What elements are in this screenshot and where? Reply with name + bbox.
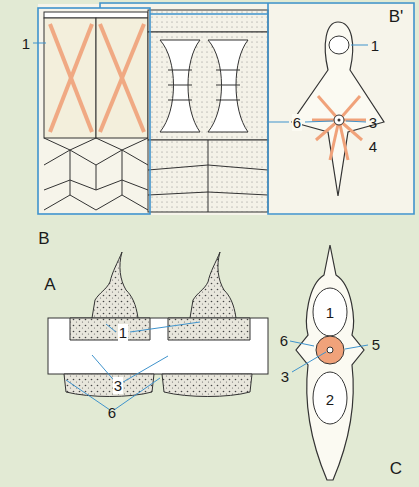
- callout-number: 5: [371, 336, 381, 353]
- callout-number: 3: [280, 368, 290, 385]
- panel-letter: B: [37, 230, 50, 247]
- callout-number: 1: [370, 37, 380, 54]
- callout-number: 3: [368, 114, 378, 131]
- panel-letter: C: [389, 460, 403, 477]
- callout-number: 4: [368, 138, 378, 155]
- callout-number: 1: [325, 304, 335, 321]
- panel-letter: A: [43, 276, 56, 293]
- panel-letter: B': [388, 8, 405, 25]
- callout-number: 6: [107, 404, 117, 421]
- callout-number: 3: [113, 377, 123, 394]
- callout-number: 1: [118, 324, 128, 341]
- callout-number: 6: [292, 114, 302, 131]
- callout-number: 1: [21, 35, 31, 52]
- callout-number: 6: [279, 332, 289, 349]
- callout-number: 2: [325, 391, 335, 408]
